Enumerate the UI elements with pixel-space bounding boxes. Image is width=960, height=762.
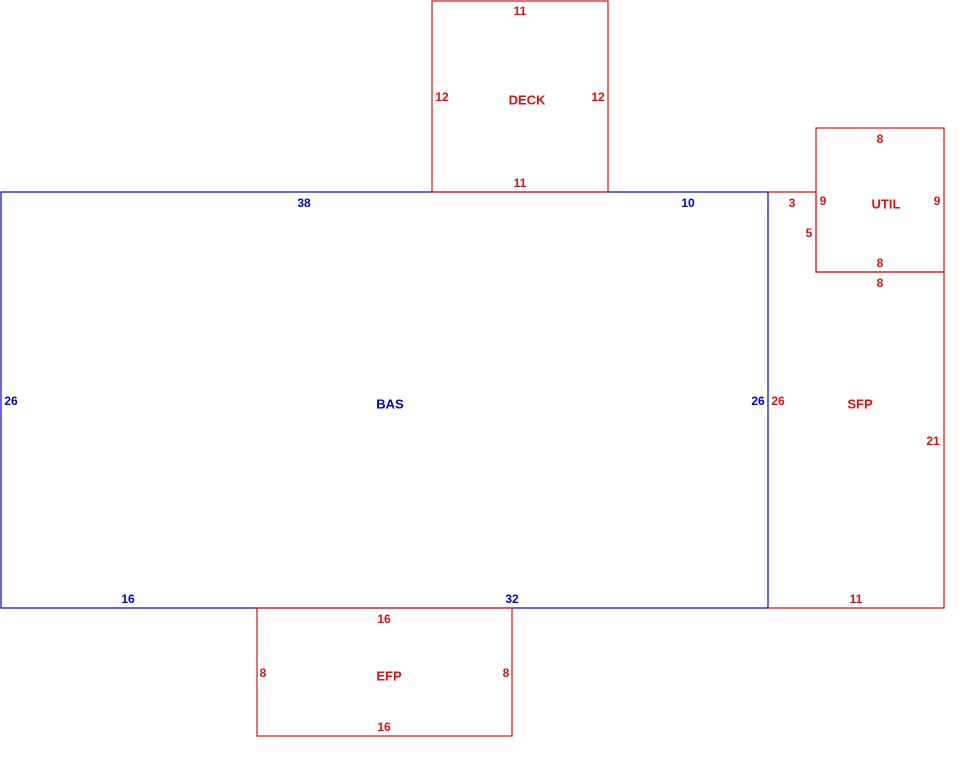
util-dim-top: 8: [877, 132, 884, 146]
bas-dim-top-b: 10: [681, 196, 695, 210]
util-name: UTIL: [872, 197, 901, 212]
util-dim-bottom: 8: [877, 256, 884, 270]
bas-dim-bottom-a: 16: [121, 592, 135, 606]
sfp-dim-top: 8: [877, 276, 884, 290]
bas-dim-right: 26: [751, 394, 765, 408]
sfp-name: SFP: [847, 397, 873, 412]
efp-dim-right: 8: [503, 666, 510, 680]
deck-dim-left: 12: [435, 90, 449, 104]
deck-dim-bottom: 11: [514, 176, 527, 190]
sfp-dim-left: 26: [771, 394, 785, 408]
efp-dim-left: 8: [260, 666, 267, 680]
deck-area: [431, 0, 609, 193]
efp-dim-bottom: 16: [377, 720, 391, 734]
bas-name: BAS: [376, 397, 404, 412]
efp-name: EFP: [376, 669, 402, 684]
bas-dim-left: 26: [4, 394, 18, 408]
util-dim-right: 9: [934, 194, 941, 208]
deck-dim-right: 12: [591, 90, 605, 104]
efp-outline: [256, 607, 513, 737]
efp-area: [256, 607, 513, 737]
sfp-dim-right: 21: [926, 434, 940, 448]
deck-outline: [431, 0, 609, 193]
sfp-area: [768, 191, 945, 609]
bas-dim-top-a: 38: [297, 196, 311, 210]
sfp-dim-step-side: 5: [806, 226, 813, 240]
sfp-outline: [768, 191, 945, 609]
util-dim-left: 9: [820, 194, 827, 208]
bas-dim-bottom-b: 32: [505, 592, 519, 606]
deck-dim-top: 11: [514, 4, 527, 18]
sfp-dim-top-step: 3: [789, 196, 796, 210]
deck-name: DECK: [509, 93, 546, 108]
sfp-dim-bottom: 11: [850, 592, 863, 606]
efp-dim-top: 16: [377, 612, 391, 626]
